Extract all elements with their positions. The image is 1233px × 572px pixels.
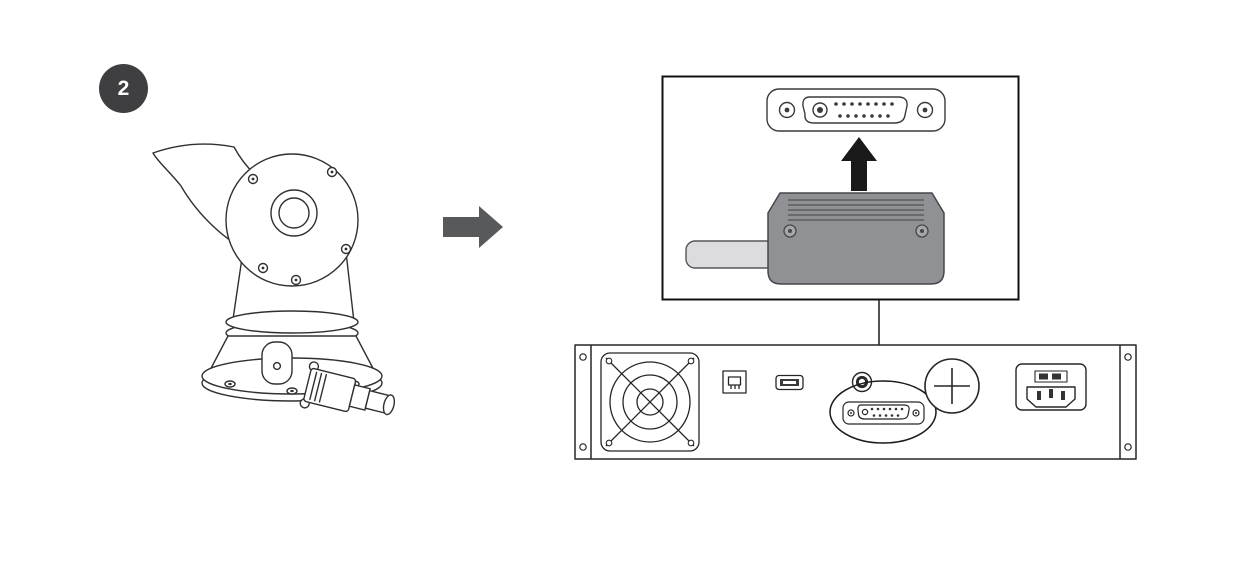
- base-slot-screw: [272, 361, 282, 371]
- fan-screws: [605, 357, 695, 447]
- shoulder-hub-inner: [278, 197, 310, 229]
- plug-housing: [767, 192, 945, 285]
- insert-direction-arrow-icon: [841, 137, 877, 191]
- ethernet-port: [722, 370, 747, 394]
- dsub-port: [842, 401, 925, 425]
- transition-arrow-icon: [443, 206, 503, 248]
- dsub-port-pins: [870, 407, 904, 417]
- step-number-badge: 2: [99, 64, 148, 113]
- dsub-port-highlight: [829, 380, 937, 444]
- fan-grille: [600, 352, 700, 452]
- usb-port: [775, 374, 804, 391]
- plug-cable: [685, 240, 777, 269]
- rack-ear-screw-holes: [579, 353, 1132, 451]
- controller-rear-panel: [574, 344, 1137, 460]
- shoulder-screws: [247, 166, 352, 286]
- dsub-socket: [766, 88, 946, 132]
- plug-grip-ribs: [788, 199, 924, 221]
- plug-screws: [783, 224, 929, 238]
- robot-arm-illustration: [152, 143, 396, 416]
- socket-pins: [834, 102, 894, 118]
- base-cable-connector: [299, 361, 396, 416]
- base-collar-upper: [225, 310, 359, 334]
- dsub-plug: [767, 192, 945, 285]
- power-inlet: [1015, 363, 1087, 411]
- connector-detail-inset: [661, 75, 1020, 301]
- fuse-holder: [924, 358, 980, 414]
- step-number: 2: [117, 76, 130, 100]
